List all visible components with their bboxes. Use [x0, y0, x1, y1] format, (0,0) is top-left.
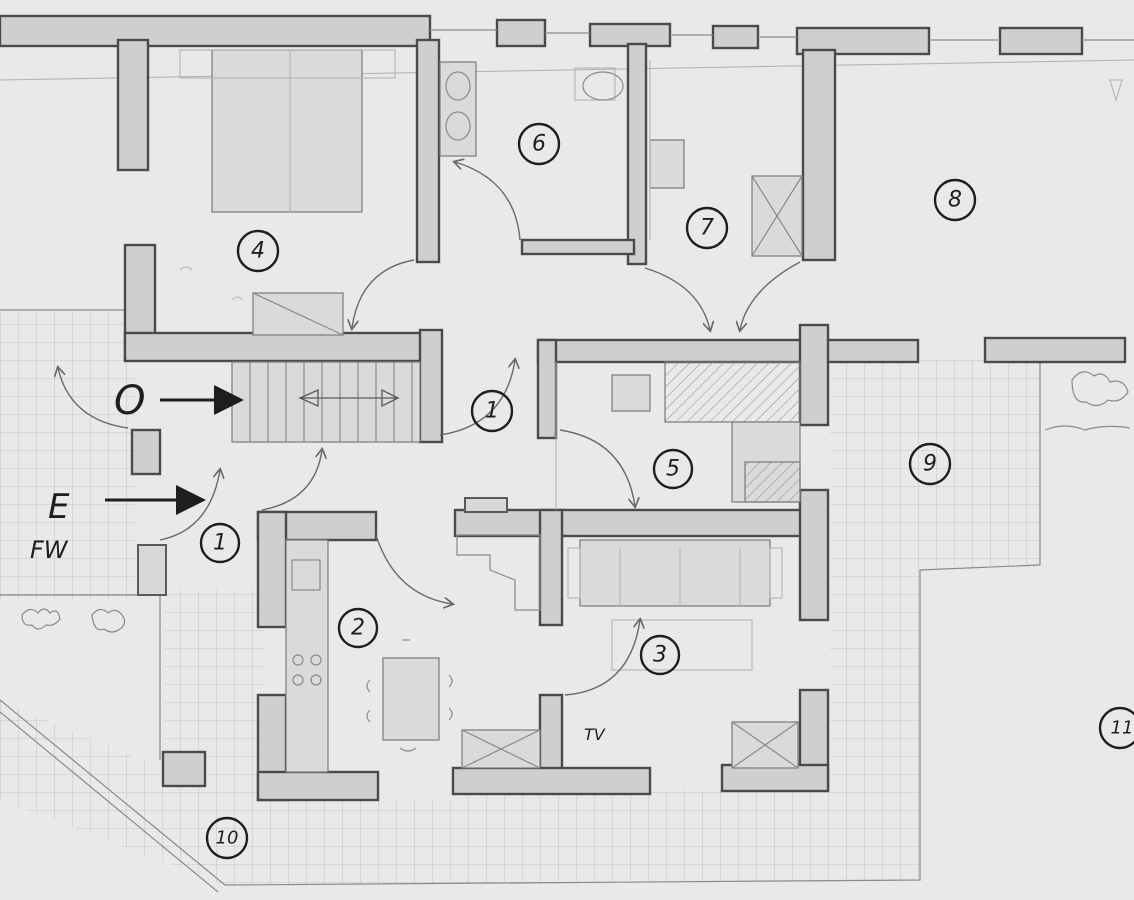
terrace-outline	[0, 59, 1134, 893]
svg-text:6: 6	[532, 132, 546, 157]
room-label-8: 8	[933, 178, 977, 222]
svg-text:1: 1	[213, 531, 227, 556]
entry-arrows	[105, 385, 244, 515]
svg-text:1: 1	[485, 399, 499, 424]
room-label-6: 6	[517, 122, 561, 166]
room-label-1b: 1	[199, 522, 241, 564]
svg-text:4: 4	[251, 239, 265, 264]
shrub-symbols	[21, 371, 1131, 633]
interior-walls	[116, 38, 1127, 802]
room-label-2: 2	[337, 607, 379, 649]
svg-text:7: 7	[700, 216, 714, 241]
living-room-3-fixtures	[567, 539, 799, 769]
bathroom-7-fixtures	[574, 60, 803, 257]
bathroom-6-fixtures	[439, 61, 477, 157]
room-label-9: 9	[908, 442, 952, 486]
svg-text:3: 3	[653, 643, 667, 668]
tv-label: TV	[584, 725, 606, 744]
room-label-4: 4	[236, 229, 280, 273]
room-label-11: 11	[1098, 706, 1134, 750]
svg-text:10: 10	[216, 828, 239, 849]
svg-text:9: 9	[923, 452, 937, 477]
entry-marker: E	[48, 487, 70, 527]
svg-text:2: 2	[351, 616, 365, 641]
utility-room-5-fixtures	[555, 361, 801, 510]
staircase	[231, 361, 421, 443]
svg-text:8: 8	[948, 188, 962, 213]
entry-sub-marker: FW	[30, 536, 69, 564]
upper-entry-marker: O	[114, 378, 145, 424]
room-label-10: 10	[205, 816, 249, 860]
kitchen-2-fixtures	[285, 497, 541, 773]
bed-room-4	[179, 49, 396, 336]
room-label-5: 5	[652, 448, 694, 490]
exterior-walls	[0, 14, 1134, 56]
room-label-7: 7	[685, 206, 729, 250]
room-label-1a: 1	[470, 389, 514, 433]
door-swings	[58, 79, 1123, 696]
svg-text:11: 11	[1111, 718, 1134, 739]
room-label-3: 3	[639, 634, 681, 676]
svg-text:5: 5	[666, 457, 680, 482]
